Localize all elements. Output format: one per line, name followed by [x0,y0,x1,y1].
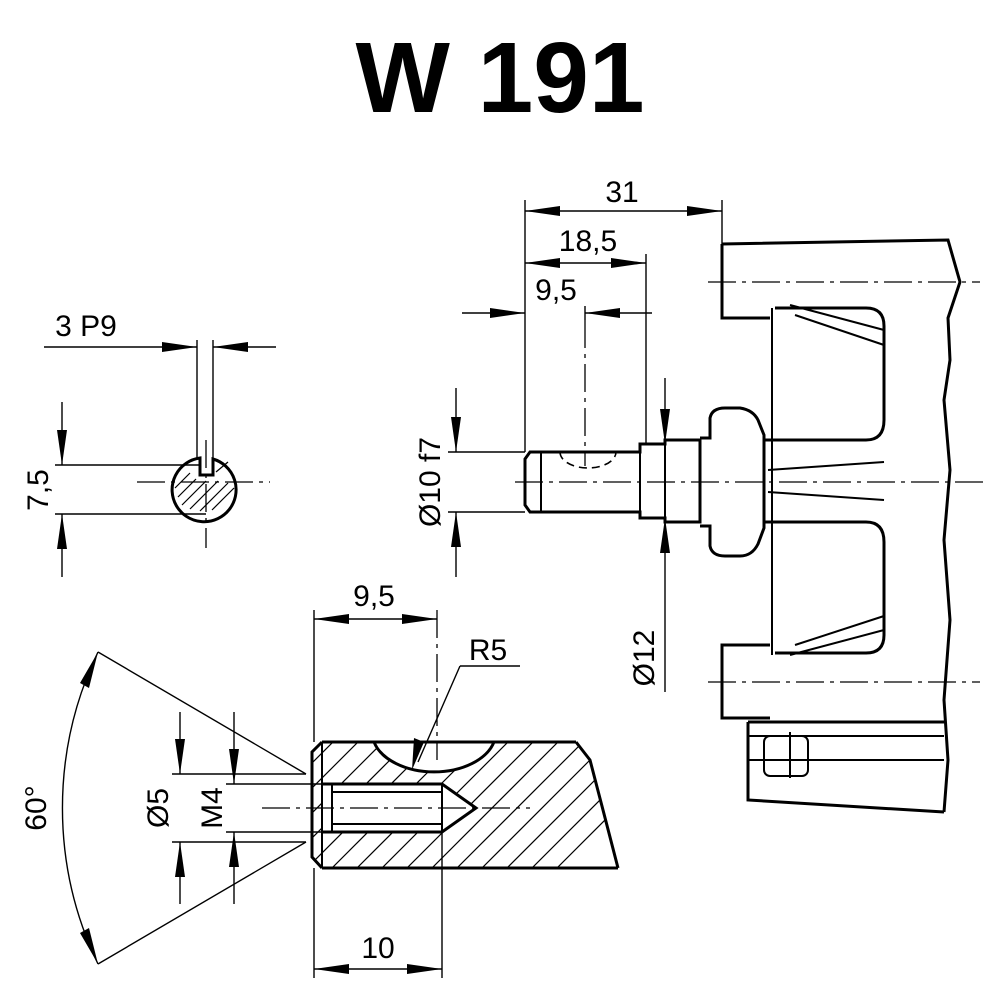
shaft-diameter-label: Ø10 f7 [414,437,447,527]
shoulder-diameter-label: Ø12 [628,630,661,687]
shaft-end-section: 9,5 10 R5 60° Ø5 M4 [20,580,620,978]
overall-length-label: 31 [605,176,638,209]
shaft-length-label: 18,5 [559,225,617,258]
drawing-title: W 191 [355,22,644,134]
key-length-label: 9,5 [535,274,577,307]
thread-depth-label: 9,5 [353,580,395,613]
hole-depth-label: 10 [361,932,394,965]
radius-label: R5 [469,634,507,667]
key-width-label: 3 P9 [55,310,117,343]
shaft-cross-section: 3 P9 7,5 [22,310,276,577]
thread-label: M4 [196,787,229,829]
motor-shaft-view: 31 18,5 9,5 Ø10 f7 Ø12 [414,176,985,814]
key-depth-label: 7,5 [22,469,55,511]
countersink-angle-label: 60° [20,785,53,830]
center-diameter-label: Ø5 [142,788,175,828]
